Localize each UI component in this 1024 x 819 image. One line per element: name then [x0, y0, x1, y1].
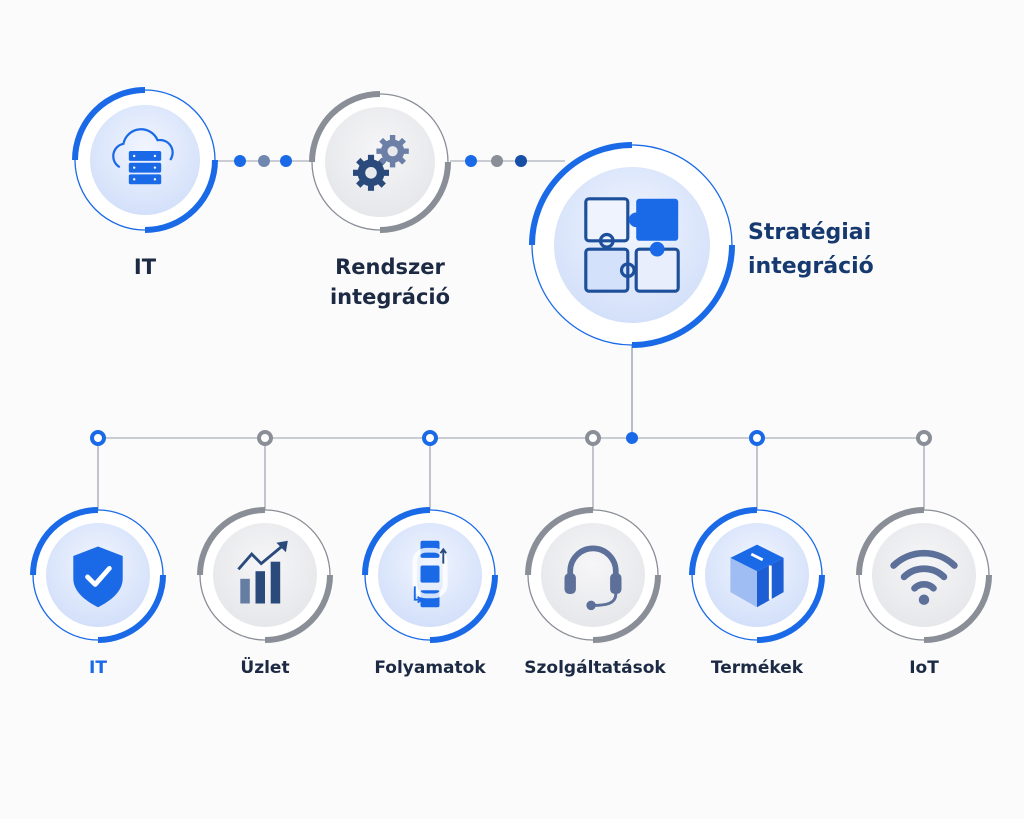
top-label-strategiai-line2: integráció [748, 254, 874, 279]
top-label-it: IT [133, 255, 157, 279]
connector-dot [280, 155, 292, 167]
connector-dot [465, 155, 477, 167]
top-node-strategiai[interactable] [529, 142, 735, 348]
bottom-label-uzlet: Üzlet [240, 658, 290, 678]
top-label-rendszer-line1: Rendszer [335, 255, 445, 279]
box-icon [730, 544, 784, 608]
puzzle-icon [584, 197, 680, 293]
branch-dot [257, 430, 273, 446]
bottom-node-3[interactable] [525, 507, 661, 643]
cloud-server-icon [112, 128, 174, 185]
bottom-label-iot: IoT [909, 658, 939, 678]
top-label-rendszer-line2: integráció [329, 285, 451, 309]
bottom-node-4[interactable] [689, 507, 825, 643]
connector-dot [491, 155, 503, 167]
bottom-node-2[interactable] [362, 507, 498, 643]
connector-dot [234, 155, 246, 167]
connector-dot [515, 155, 527, 167]
headset-icon [564, 545, 622, 611]
junction-dot [626, 432, 638, 444]
growth-chart-icon [237, 540, 288, 604]
bottom-label-folyamatok: Folyamatok [374, 658, 486, 678]
bottom-node-5[interactable] [856, 507, 992, 643]
bottom-node-0[interactable] [30, 507, 166, 643]
connectors [98, 155, 924, 444]
branch-dot [585, 430, 601, 446]
branch-dot [916, 430, 932, 446]
branch-dot [749, 430, 765, 446]
top-label-strategiai-line1: Stratégiai [748, 220, 872, 245]
bottom-label-termekek: Termékek [710, 658, 804, 678]
bottom-node-1[interactable] [197, 507, 333, 643]
bottom-label-it: IT [89, 658, 107, 678]
branch-dot [90, 430, 106, 446]
top-node-it[interactable] [72, 87, 218, 233]
wifi-icon [890, 549, 958, 605]
connector-dot [258, 155, 270, 167]
branch-dot [422, 430, 438, 446]
bottom-label-szolgaltatasok: Szolgáltatások [524, 658, 666, 678]
top-node-rendszer[interactable] [309, 91, 451, 233]
process-flow-icon [412, 540, 448, 608]
shield-check-icon [73, 546, 123, 608]
gears-icon [352, 135, 409, 191]
